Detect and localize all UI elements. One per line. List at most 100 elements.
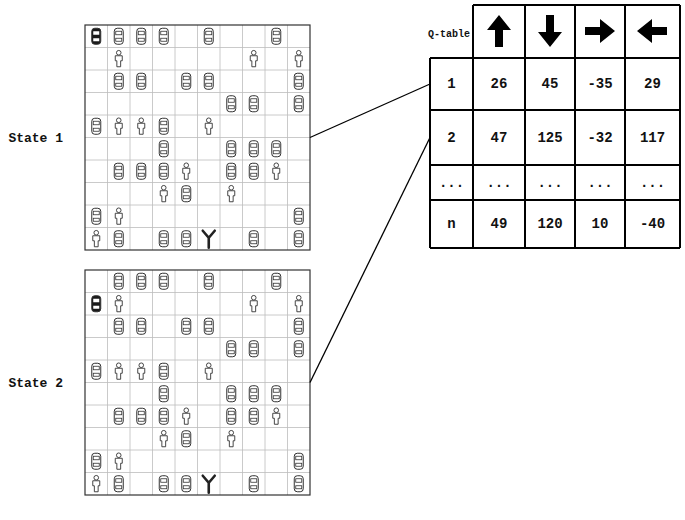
table-cell: 29: [627, 60, 678, 108]
q-value: n: [447, 216, 455, 232]
car-icon: [159, 118, 168, 134]
table-cell: 47: [475, 112, 523, 163]
car-icon: [249, 141, 258, 157]
car-icon: [249, 386, 258, 402]
left-arrow: [637, 19, 667, 43]
pedestrian-icon: [273, 408, 280, 424]
car-icon: [182, 186, 191, 202]
car-icon: [249, 408, 258, 424]
state-label: State 2: [8, 375, 63, 390]
car-icon: [92, 453, 101, 469]
state-label: State 1: [8, 130, 63, 145]
car-icon: [159, 363, 168, 379]
table-cell: -32: [577, 112, 623, 163]
q-value: 10: [592, 216, 609, 232]
q-value: 125: [537, 130, 562, 146]
goal-symbol: [203, 231, 215, 248]
car-icon: [204, 273, 213, 289]
state-row-cell: 2: [430, 110, 473, 165]
car-icon: [159, 231, 168, 247]
car-icon: [249, 476, 258, 492]
q-value: 26: [491, 76, 508, 92]
table-cell: 26: [475, 60, 523, 108]
pedestrian-icon: [93, 230, 100, 246]
table-cell: ...: [577, 167, 623, 198]
action-arrows: [487, 15, 667, 47]
car-icon: [159, 141, 168, 157]
q-value: 47: [491, 130, 508, 146]
q-value: 29: [644, 76, 661, 92]
q-value: -32: [587, 130, 612, 146]
q-value: 49: [491, 216, 508, 232]
table-title: Q-table: [428, 29, 470, 40]
pedestrian-icon: [250, 50, 257, 66]
table-cell: 10: [577, 202, 623, 246]
agent-car: [92, 28, 101, 44]
car-icon: [114, 163, 123, 179]
goal-symbol: [203, 476, 215, 493]
pedestrian-icon: [115, 363, 122, 379]
car-icon: [159, 163, 168, 179]
car-icon: [137, 408, 146, 424]
table-cell: ...: [527, 167, 573, 198]
car-icon: [204, 318, 213, 334]
car-icon: [294, 476, 303, 492]
pedestrian-icon: [160, 430, 167, 446]
car-icon: [294, 208, 303, 224]
table-cell: 120: [527, 202, 573, 246]
pedestrian-icon: [228, 430, 235, 446]
q-value: 45: [542, 76, 559, 92]
car-icon: [249, 163, 258, 179]
pedestrian-icon: [115, 295, 122, 311]
pedestrian-icon: [115, 118, 122, 134]
car-icon: [294, 453, 303, 469]
car-icon: [159, 28, 168, 44]
car-icon: [182, 318, 191, 334]
table-grid: [430, 5, 680, 248]
right-arrow: [585, 19, 615, 43]
car-icon: [249, 341, 258, 357]
car-icon: [159, 476, 168, 492]
table-cell: ...: [627, 167, 678, 198]
table-cell: -35: [577, 60, 623, 108]
q-value: ...: [486, 175, 511, 191]
car-icon: [137, 28, 146, 44]
table-cell: ...: [475, 167, 523, 198]
state-row-cell: 1: [430, 58, 473, 110]
agent-car: [92, 296, 101, 312]
state-link: [310, 138, 430, 383]
q-table: Q-table 1 2: [430, 5, 680, 248]
car-icon: [114, 408, 123, 424]
car-icon: [182, 231, 191, 247]
pedestrian-icon: [138, 118, 145, 134]
state-index: 1: [447, 76, 455, 92]
car-icon: [294, 96, 303, 112]
car-icon: [182, 431, 191, 447]
table-cell: ...: [432, 167, 471, 198]
down-arrow: [538, 15, 562, 47]
q-value: ...: [640, 175, 665, 191]
table-cell: 45: [527, 60, 573, 108]
state-grid: State 1: [85, 25, 310, 250]
up-arrow: [487, 15, 511, 47]
car-icon: [137, 318, 146, 334]
q-value: -40: [640, 216, 665, 232]
car-icon: [159, 273, 168, 289]
pedestrian-icon: [205, 363, 212, 379]
car-icon: [294, 231, 303, 247]
car-icon: [204, 73, 213, 89]
pedestrian-icon: [273, 163, 280, 179]
state-grid: State 2: [85, 270, 310, 495]
car-icon: [92, 118, 101, 134]
car-icon: [227, 163, 236, 179]
car-icon: [137, 73, 146, 89]
table-cell: 117: [627, 112, 678, 163]
table-cell: -40: [627, 202, 678, 246]
car-icon: [272, 141, 281, 157]
pedestrian-icon: [115, 208, 122, 224]
pedestrian-icon: [295, 295, 302, 311]
pedestrian-icon: [115, 453, 122, 469]
